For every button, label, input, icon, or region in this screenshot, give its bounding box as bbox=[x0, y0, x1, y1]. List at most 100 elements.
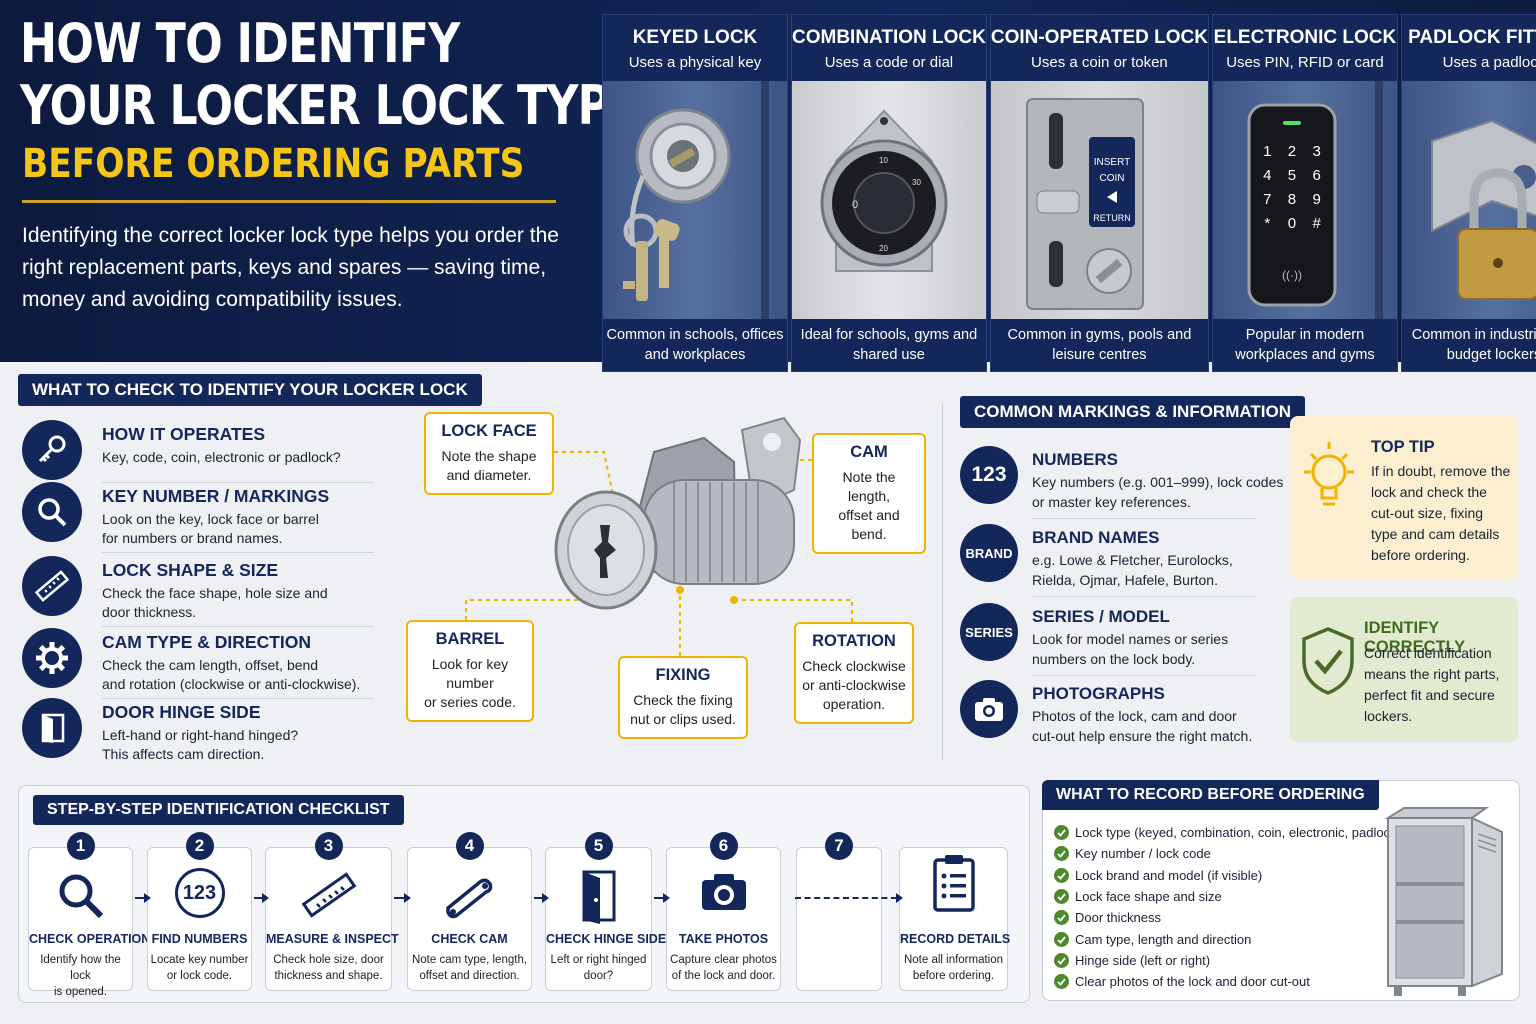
lock-card-combination: COMBINATION LOCK Uses a code or dial 0 30… bbox=[791, 14, 987, 372]
lock-card-subtitle: Uses PIN, RFID or card bbox=[1226, 54, 1384, 71]
keypad-key: 6 bbox=[1312, 167, 1321, 184]
keypad-key: 2 bbox=[1287, 143, 1297, 160]
title-line-1: HOW TO IDENTIFY bbox=[20, 12, 460, 75]
list-item: Hinge side (left or right) bbox=[1054, 950, 1401, 971]
brand-badge: BRAND bbox=[960, 524, 1018, 582]
check-item-desc: Left-hand or right-hand hinged?This affe… bbox=[102, 727, 299, 762]
keypad-key: 5 bbox=[1287, 167, 1297, 184]
lock-card-footer: Common in schools, offices and workplace… bbox=[606, 327, 784, 363]
keypad-key: 4 bbox=[1263, 167, 1272, 184]
identify-title: IDENTIFY CORRECTLY bbox=[1364, 619, 1466, 656]
keypad-key: # bbox=[1312, 215, 1321, 232]
top-tip-title: TOP TIP bbox=[1371, 438, 1435, 456]
check-icon bbox=[1054, 889, 1069, 905]
padlock-icon bbox=[1430, 119, 1536, 300]
svg-text:((·)): ((·)) bbox=[1282, 268, 1302, 282]
dial-zero: 0 bbox=[852, 199, 858, 211]
title-underline bbox=[22, 200, 556, 203]
lock-card-subtitle: Uses a padlock bbox=[1442, 54, 1536, 71]
check-icon bbox=[1054, 931, 1069, 947]
record-title: WHAT TO RECORD BEFORE ORDERING bbox=[1042, 780, 1379, 810]
door-icon bbox=[582, 870, 615, 924]
step-arrow bbox=[534, 893, 549, 903]
dial-tick-20: 20 bbox=[879, 244, 888, 253]
lock-card-subtitle: Uses a physical key bbox=[628, 54, 762, 71]
keypad-key: * bbox=[1264, 215, 1271, 232]
magnifier-icon bbox=[22, 482, 82, 542]
vertical-divider bbox=[942, 404, 943, 760]
camera-icon bbox=[701, 874, 746, 910]
lock-card-title: COIN-OPERATED LOCK bbox=[990, 27, 1208, 48]
check-item-title: KEY NUMBER / MARKINGS bbox=[102, 486, 330, 506]
shield-check-icon bbox=[1302, 627, 1354, 695]
cam-icon bbox=[445, 878, 492, 919]
clipboard-icon bbox=[932, 855, 975, 912]
check-icon bbox=[1054, 825, 1069, 841]
lock-card-title: PADLOCK FITTING bbox=[1408, 27, 1536, 48]
camera-icon bbox=[960, 680, 1018, 738]
marking-title: NUMBERS bbox=[1032, 450, 1118, 469]
step-arrow bbox=[654, 893, 670, 903]
keyed-lock-image bbox=[603, 81, 787, 319]
coin-return-label: RETURN bbox=[1093, 213, 1131, 223]
ruler-icon bbox=[301, 872, 356, 918]
check-item-desc: Key, code, coin, electronic or padlock? bbox=[102, 449, 341, 465]
title-line-2: YOUR LOCKER LOCK TYPE bbox=[20, 74, 640, 137]
cam-lock-diagram bbox=[465, 416, 853, 656]
list-item: Clear photos of the lock and door cut-ou… bbox=[1054, 971, 1401, 992]
check-item-title: DOOR HINGE SIDE bbox=[102, 702, 261, 722]
lock-card-subtitle: Uses a code or dial bbox=[824, 54, 954, 71]
lock-card-padlock: PADLOCK FITTING Uses a padlock Common in … bbox=[1400, 14, 1536, 372]
keypad-key: 0 bbox=[1287, 215, 1297, 232]
keypad-icon: ((·)) bbox=[1247, 81, 1383, 319]
lock-card-title: COMBINATION LOCK bbox=[792, 27, 986, 48]
list-item: Door thickness bbox=[1054, 907, 1401, 928]
check-icon bbox=[1054, 867, 1069, 883]
step-arrow bbox=[394, 893, 411, 903]
numbers-badge: 123 bbox=[960, 446, 1018, 504]
check-item-title: LOCK SHAPE & SIZE bbox=[102, 560, 278, 580]
step-arrow bbox=[254, 893, 269, 903]
check-section-title: WHAT TO CHECK TO IDENTIFY YOUR LOCKER LO… bbox=[18, 374, 482, 406]
ruler-icon bbox=[22, 556, 82, 616]
lock-card-subtitle: Uses a coin or token bbox=[1031, 54, 1168, 71]
marking-title: BRAND NAMES bbox=[1032, 528, 1160, 547]
key-icon bbox=[22, 420, 82, 480]
step-4: 4 CHECK CAM Note cam type, length,offset… bbox=[407, 832, 532, 991]
check-icon bbox=[1054, 952, 1069, 968]
combination-lock-image: 0 30 10 20 bbox=[792, 81, 986, 319]
step-7: 7 bbox=[796, 832, 882, 991]
lock-card-footer: Ideal for schools, gyms and shared use bbox=[800, 327, 978, 363]
identify-panel: IDENTIFY CORRECTLY Correct identificatio… bbox=[1290, 597, 1518, 742]
lock-card-footer: Common in gyms, pools and leisure centre… bbox=[1007, 327, 1192, 363]
door-icon bbox=[22, 698, 82, 758]
magnifier-icon bbox=[59, 874, 103, 919]
step-3: 3 MEASURE & INSPECT Check hole size, doo… bbox=[265, 832, 399, 991]
series-badge: SERIES bbox=[960, 603, 1018, 661]
combination-dial-icon: 0 30 10 20 bbox=[820, 109, 948, 272]
step-arrow bbox=[795, 893, 903, 903]
coin-coin-label: COIN bbox=[1099, 173, 1124, 184]
lock-card-footer: Common in industrial and budget lockers bbox=[1411, 327, 1536, 363]
dial-tick-10: 10 bbox=[879, 156, 888, 165]
record-list: Lock type (keyed, combination, coin, ele… bbox=[1054, 822, 1401, 992]
coin-lock-image: INSERT COIN RETURN bbox=[990, 81, 1208, 319]
